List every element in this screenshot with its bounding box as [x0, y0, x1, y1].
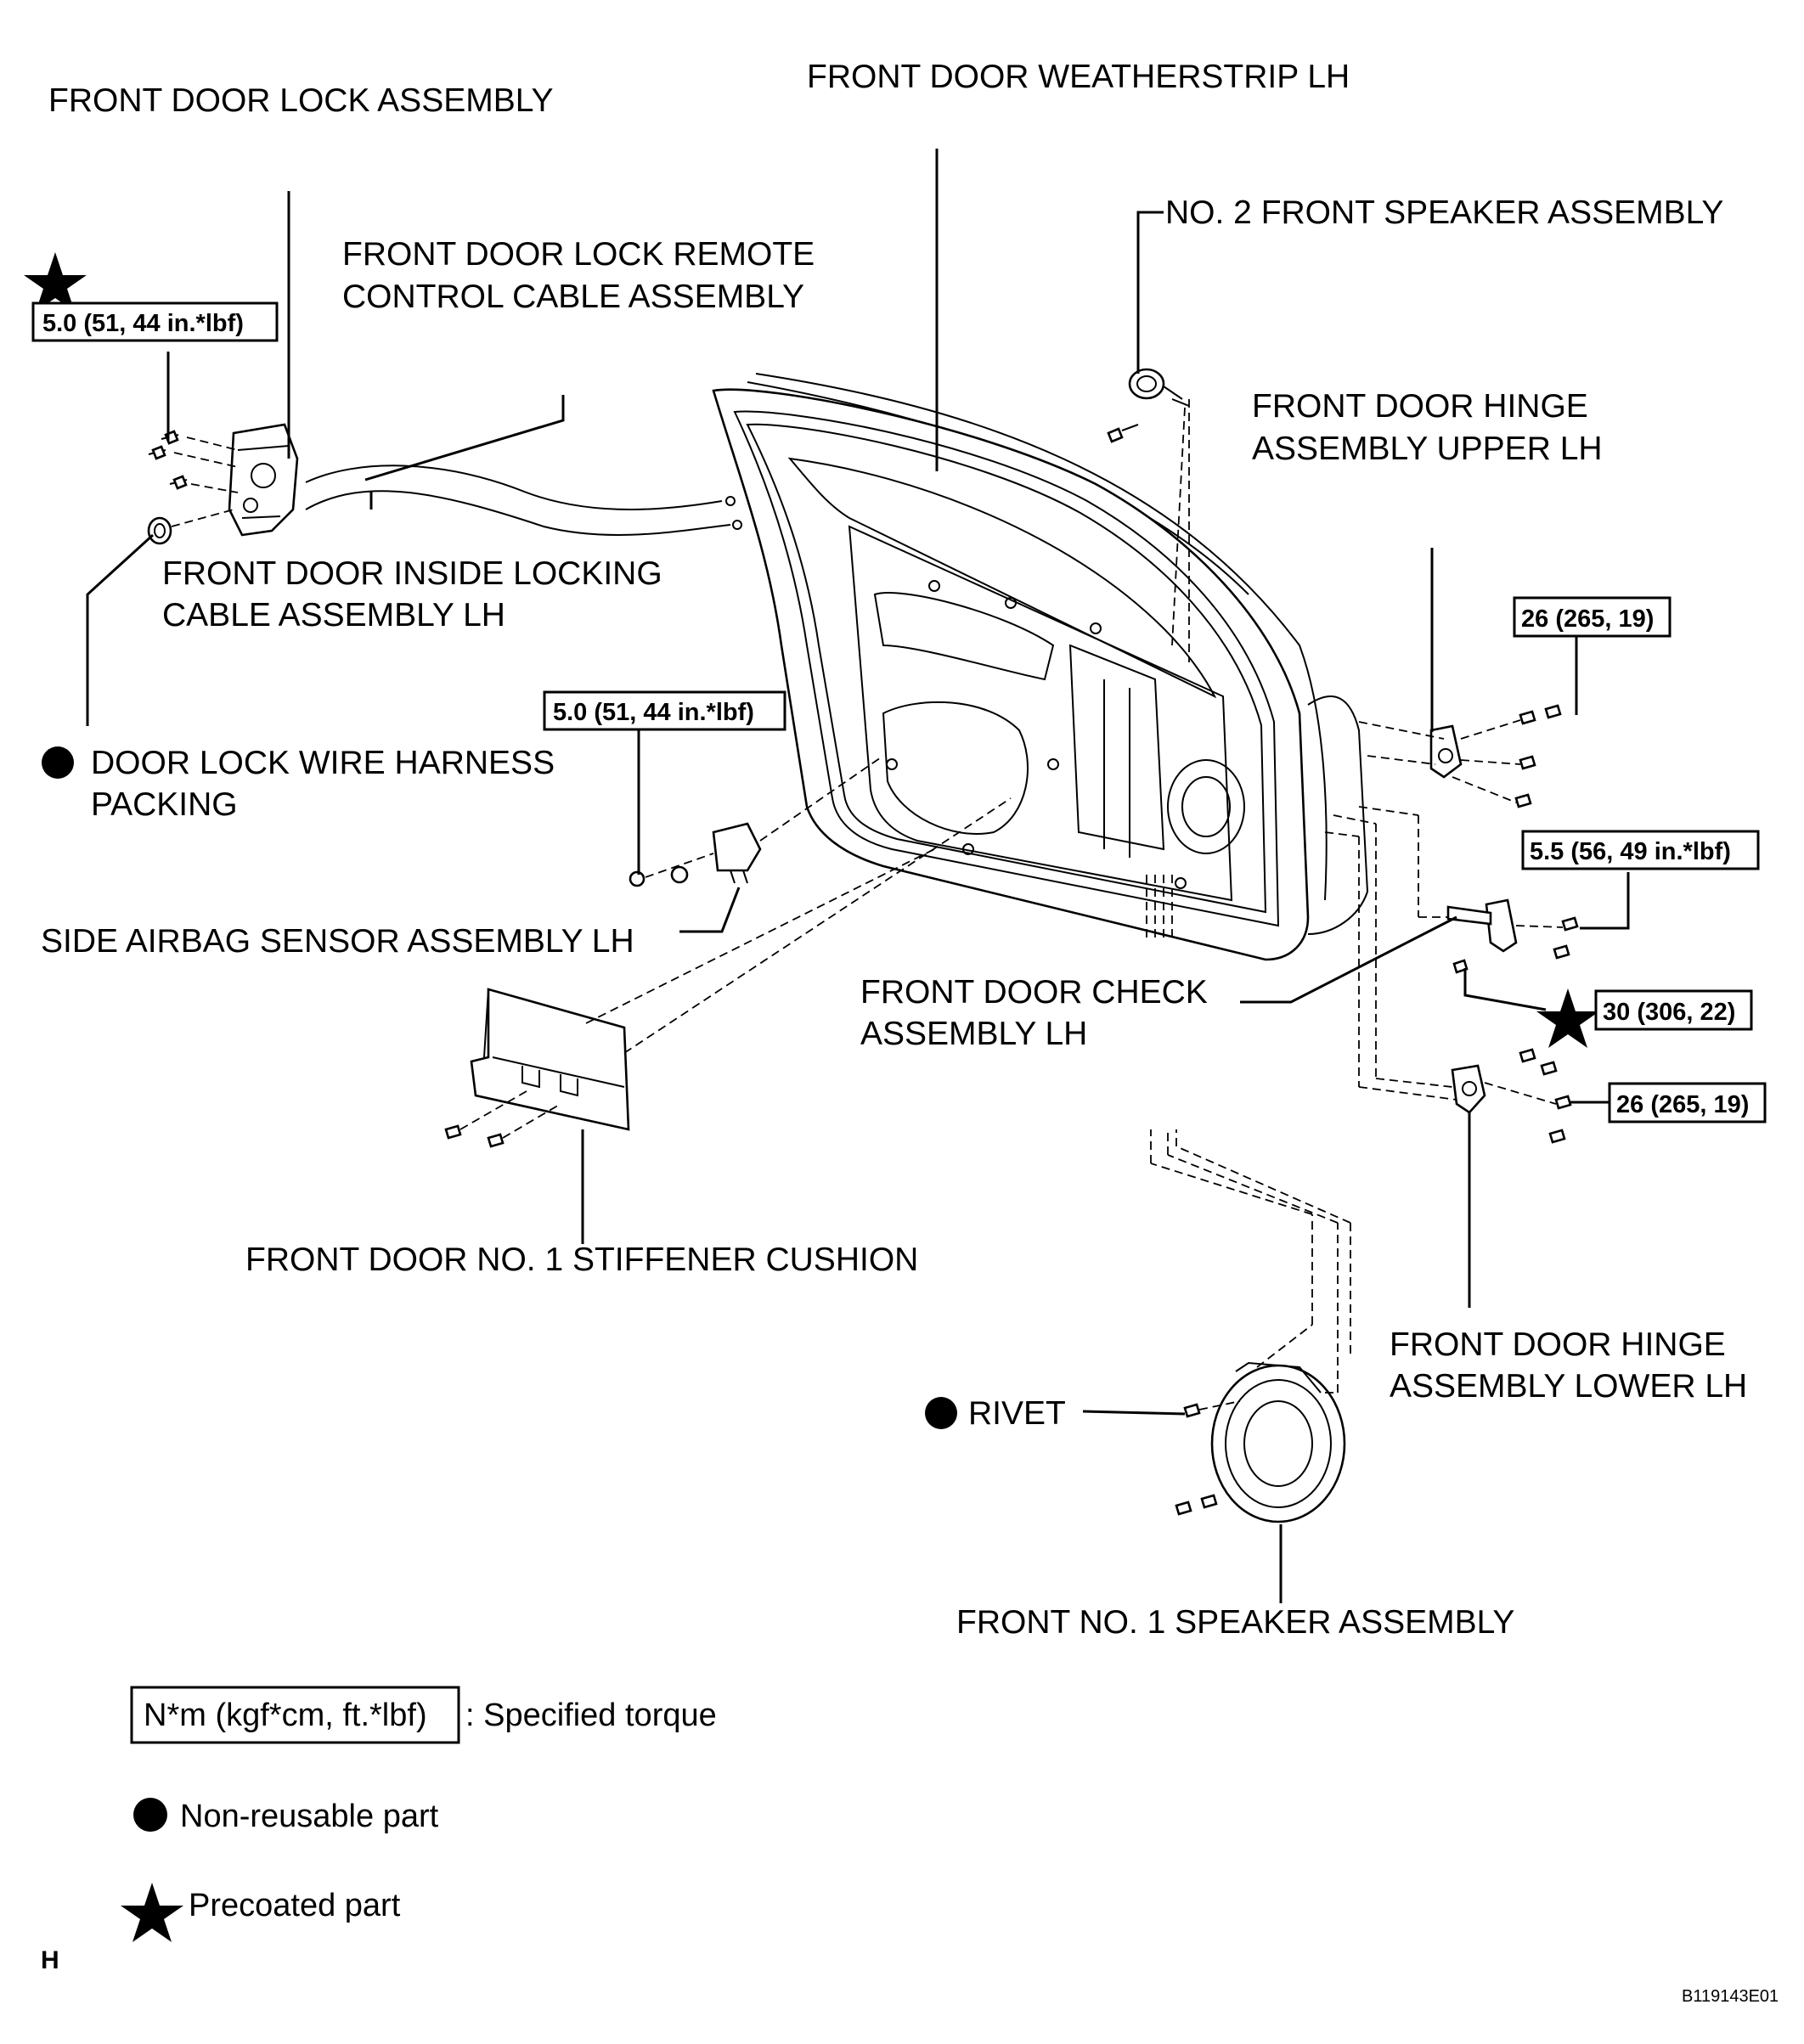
- label-inside-cable-line1: FRONT DOOR INSIDE LOCKING: [162, 555, 662, 592]
- label-stiffener: FRONT DOOR NO. 1 STIFFENER CUSHION: [245, 1242, 918, 1278]
- hinge-lower-assembly: [1324, 814, 1572, 1144]
- door-panel: [712, 373, 1369, 961]
- star-icon: [24, 252, 87, 312]
- label-inside-cable-line2: CABLE ASSEMBLY LH: [162, 597, 505, 633]
- figure-code: B119143E01: [1682, 1987, 1779, 2006]
- part-labels: FRONT DOOR LOCK ASSEMBLY FRONT DOOR WEAT…: [41, 59, 1747, 1641]
- no2-speaker-assembly: [1107, 368, 1190, 662]
- filled-circle-icon: [42, 746, 74, 779]
- label-lock-assembly: FRONT DOOR LOCK ASSEMBLY: [48, 82, 554, 119]
- torque-hinge-upper: 26 (265, 19): [1521, 605, 1654, 633]
- star-icon: [121, 1883, 183, 1942]
- label-hinge-upper-line2: ASSEMBLY UPPER LH: [1252, 431, 1603, 467]
- legend-nonreusable: Non-reusable part: [180, 1799, 439, 1834]
- legend-precoated: Precoated part: [189, 1888, 401, 1923]
- footer: H B119143E01: [41, 1946, 1779, 2006]
- label-weatherstrip: FRONT DOOR WEATHERSTRIP LH: [807, 59, 1350, 95]
- torque-airbag: 5.0 (51, 44 in.*lbf): [553, 699, 754, 726]
- side-airbag-sensor: [629, 755, 884, 887]
- lock-cables: [305, 465, 742, 536]
- torque-specs: 5.0 (51, 44 in.*lbf) 5.0 (51, 44 in.*lbf…: [31, 301, 1767, 1123]
- label-packing-line2: PACKING: [91, 786, 238, 823]
- torque-lock: 5.0 (51, 44 in.*lbf): [42, 310, 244, 337]
- stiffener-cushion: [444, 797, 1012, 1148]
- label-hinge-lower-line1: FRONT DOOR HINGE: [1390, 1326, 1726, 1363]
- hinge-upper-assembly: [1358, 704, 1562, 808]
- label-packing-line1: DOOR LOCK WIRE HARNESS: [91, 745, 555, 781]
- legend: N*m (kgf*cm, ft.*lbf) : Specified torque…: [121, 1686, 717, 1942]
- legend-torque-box: N*m (kgf*cm, ft.*lbf): [144, 1698, 427, 1733]
- corner-letter: H: [41, 1946, 59, 1974]
- torque-check: 5.5 (56, 49 in.*lbf): [1530, 838, 1731, 865]
- label-check-line2: ASSEMBLY LH: [860, 1016, 1087, 1052]
- label-airbag-sensor: SIDE AIRBAG SENSOR ASSEMBLY LH: [41, 923, 634, 960]
- legend-torque-desc: : Specified torque: [465, 1698, 717, 1733]
- label-rivet: RIVET: [968, 1395, 1066, 1432]
- star-icon: [1536, 988, 1599, 1048]
- label-hinge-upper-line1: FRONT DOOR HINGE: [1252, 388, 1588, 425]
- torque-check-star: 30 (306, 22): [1603, 999, 1735, 1026]
- marker-icons: [24, 252, 1599, 1429]
- label-remote-cable-line2: CONTROL CABLE ASSEMBLY: [342, 279, 804, 315]
- filled-circle-icon: [925, 1397, 957, 1429]
- label-no1-speaker: FRONT NO. 1 SPEAKER ASSEMBLY: [956, 1604, 1514, 1641]
- leader-lines: [86, 149, 1630, 1603]
- door-check-assembly: [1358, 806, 1579, 974]
- label-no2-speaker: NO. 2 FRONT SPEAKER ASSEMBLY: [1165, 194, 1723, 231]
- torque-hinge-lower: 26 (265, 19): [1616, 1091, 1749, 1118]
- label-remote-cable-line1: FRONT DOOR LOCK REMOTE: [342, 236, 815, 273]
- door-lock-assembly: [147, 423, 299, 545]
- label-check-line1: FRONT DOOR CHECK: [860, 974, 1208, 1011]
- filled-circle-icon: [133, 1798, 167, 1832]
- label-hinge-lower-line2: ASSEMBLY LOWER LH: [1390, 1368, 1747, 1405]
- no1-speaker-assembly: [1146, 875, 1351, 1523]
